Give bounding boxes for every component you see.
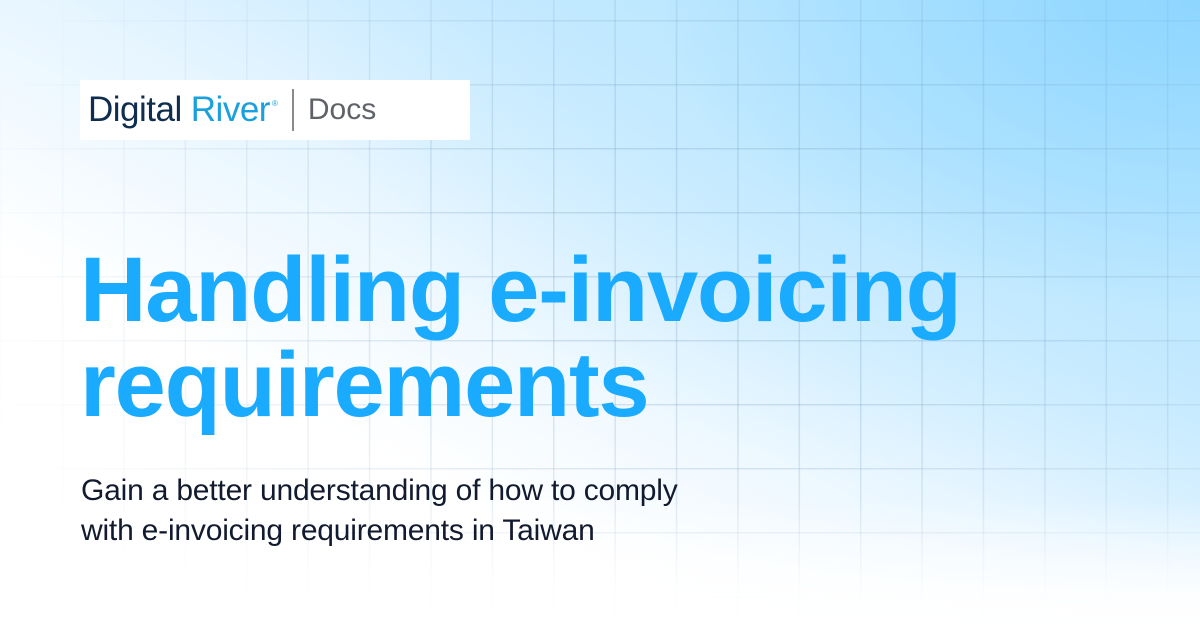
- page-subtitle-line-1: Gain a better understanding of how to co…: [81, 474, 678, 507]
- page-title: Handling e-invoicing requirements: [80, 243, 1080, 433]
- logo-section-docs: Docs: [307, 93, 377, 126]
- page-title-line-1: Handling e-invoicing: [80, 239, 962, 341]
- logo-word-river: River: [190, 90, 271, 129]
- page-title-line-2: requirements: [80, 334, 650, 436]
- background-bottom-fade: [0, 500, 1200, 630]
- logo-word-digital: Digital: [88, 90, 182, 129]
- page-subtitle-line-2: with e-invoicing requirements in Taiwan: [81, 514, 595, 547]
- digital-river-docs-logo[interactable]: Digital River ® Docs: [80, 80, 470, 140]
- page-subtitle: Gain a better understanding of how to co…: [81, 471, 678, 551]
- logo-divider: [291, 89, 294, 131]
- registered-trademark-icon: ®: [271, 99, 278, 108]
